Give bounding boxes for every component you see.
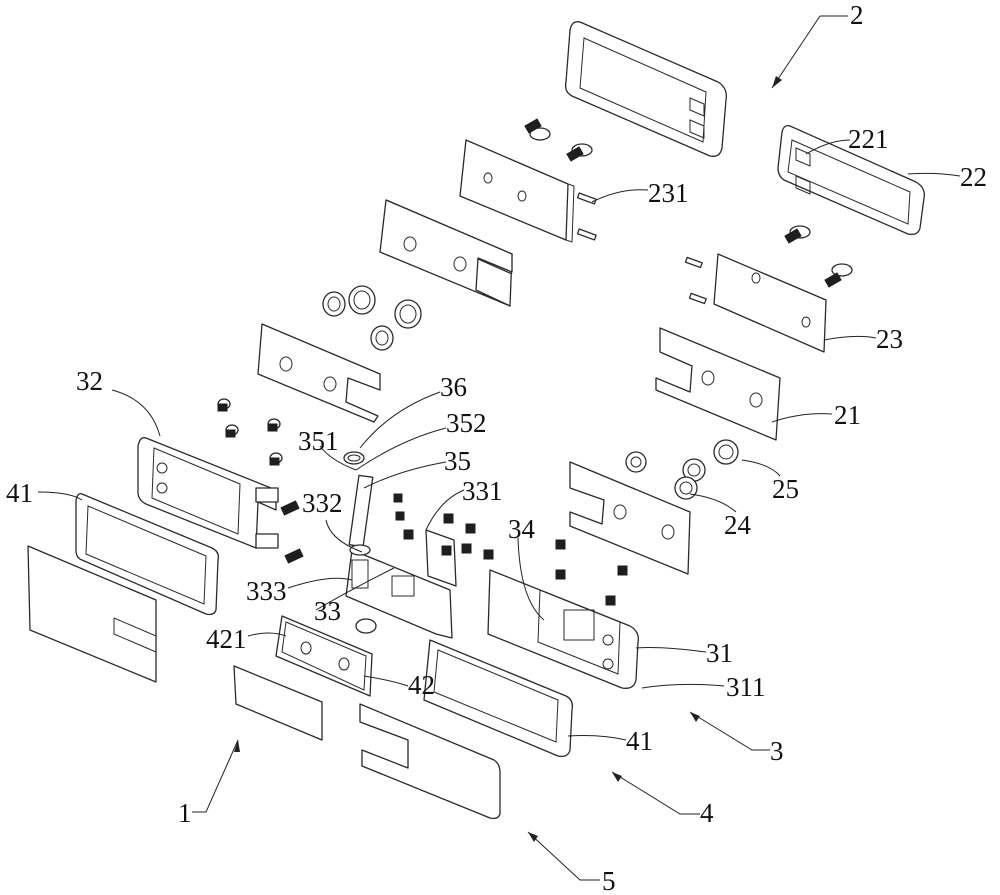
label-32: 32 <box>76 366 103 396</box>
bushings-right <box>625 439 739 500</box>
label-31: 31 <box>706 638 733 668</box>
label-331: 331 <box>462 476 503 506</box>
label-311: 311 <box>726 672 766 702</box>
label-42: 42 <box>408 670 435 700</box>
label-221: 221 <box>848 124 889 154</box>
part-41-frame-right <box>423 639 574 758</box>
part-top-frame <box>564 21 727 157</box>
part-32-hinge-left <box>137 437 279 573</box>
label-3: 3 <box>770 736 784 766</box>
screws-upper <box>524 118 593 162</box>
label-351: 351 <box>298 426 339 456</box>
part-31-hinge-right <box>487 569 639 689</box>
label-231: 231 <box>648 178 689 208</box>
label-24: 24 <box>724 510 752 540</box>
part-21-plate-upper <box>379 199 513 307</box>
label-41-left: 41 <box>6 478 33 508</box>
label-23: 23 <box>876 324 903 354</box>
label-352: 352 <box>446 408 487 438</box>
label-421: 421 <box>206 624 247 654</box>
part-42-window <box>275 615 377 697</box>
part-21-plate-right <box>655 327 781 441</box>
part-35-shaft <box>343 451 374 548</box>
part-cover-right <box>359 703 501 820</box>
label-34: 34 <box>508 514 536 544</box>
part-23-plate-upper <box>459 139 575 243</box>
leader-lines <box>37 15 961 881</box>
screws-left <box>217 398 283 466</box>
part-33-block <box>345 529 457 639</box>
label-4: 4 <box>700 798 714 828</box>
part-23-plate-right <box>713 253 827 353</box>
label-1: 1 <box>178 798 192 828</box>
part-cover-left <box>27 545 157 683</box>
bushings-upper <box>322 285 422 351</box>
screws-right <box>684 225 853 305</box>
label-2: 2 <box>850 0 864 30</box>
label-5: 5 <box>602 866 616 895</box>
label-36: 36 <box>440 372 467 402</box>
screws-middle <box>393 493 628 606</box>
label-41-right: 41 <box>626 726 653 756</box>
springs <box>280 500 304 564</box>
label-21: 21 <box>834 400 861 430</box>
label-333: 333 <box>246 576 287 606</box>
part-plate-lower-right <box>569 461 691 575</box>
label-332: 332 <box>302 488 343 518</box>
part-22-frame <box>777 124 925 236</box>
label-25: 25 <box>772 474 799 504</box>
label-22: 22 <box>960 162 987 192</box>
label-35: 35 <box>444 446 471 476</box>
part-plate-left <box>257 323 381 423</box>
pins-231 <box>576 192 597 241</box>
part-lens <box>233 665 323 741</box>
label-33: 33 <box>314 596 341 626</box>
